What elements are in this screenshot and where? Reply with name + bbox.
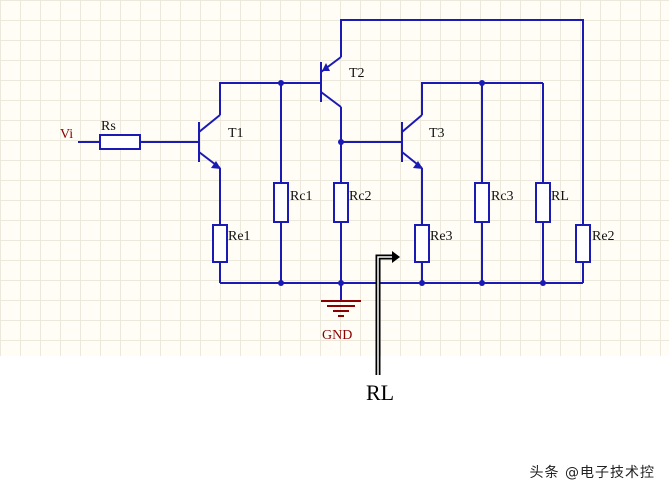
schematic-sheet <box>0 0 669 356</box>
label-rc3: Rc3 <box>491 189 514 204</box>
resistor-rc2 <box>333 182 349 223</box>
junction-dots <box>278 80 546 286</box>
transistor-t1 <box>198 114 221 169</box>
label-re2: Re2 <box>592 229 615 244</box>
wires <box>219 19 584 301</box>
label-t2: T2 <box>349 66 365 81</box>
label-rl: RL <box>551 189 569 204</box>
label-re1: Re1 <box>228 229 251 244</box>
transistor-t2 <box>320 56 342 108</box>
resistor-re3 <box>414 224 430 263</box>
resistor-re1 <box>212 224 228 263</box>
label-gnd: GND <box>322 328 352 343</box>
label-t3: T3 <box>429 126 445 141</box>
resistor-re2 <box>575 224 591 263</box>
label-rc1: Rc1 <box>290 189 313 204</box>
transistor-t3 <box>401 114 423 169</box>
port-label-vi: Vi <box>60 127 73 142</box>
annotation-arrow <box>375 251 400 375</box>
watermark: 头条 @电子技术控 <box>529 465 655 481</box>
ground-icon <box>321 300 361 317</box>
label-rc2: Rc2 <box>349 189 372 204</box>
label-re3: Re3 <box>430 229 453 244</box>
resistor-rs <box>99 134 141 150</box>
label-rs: Rs <box>101 119 116 134</box>
annotation-rl: RL <box>366 380 394 405</box>
label-t1: T1 <box>228 126 244 141</box>
resistor-rc1 <box>273 182 289 223</box>
resistor-rc3 <box>474 182 490 223</box>
resistor-rl <box>535 182 551 223</box>
